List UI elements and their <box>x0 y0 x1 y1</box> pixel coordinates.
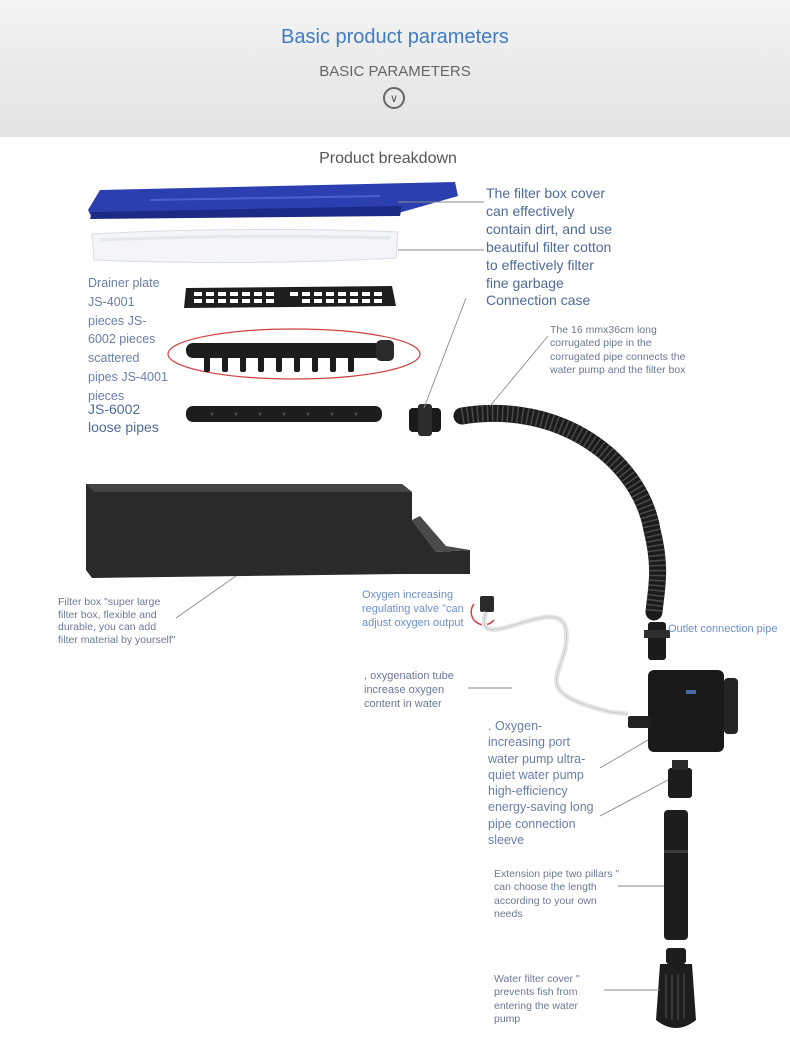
label-oxygenation-tube: , oxygenation tube increase oxygen conte… <box>364 670 454 711</box>
oxygen-valve-illustration <box>470 596 495 626</box>
connection-sleeve-illustration <box>668 760 692 798</box>
connection-case-illustration <box>409 404 441 436</box>
label-extension-pipe: Extension pipe two pillars " can choose … <box>494 868 620 921</box>
header-banner: Basic product parameters BASIC PARAMETER… <box>0 0 790 137</box>
section-title: Product breakdown <box>319 150 457 167</box>
page-title: Basic product parameters <box>281 26 509 48</box>
filter-box-illustration <box>86 484 470 578</box>
label-filter-box-cover: The filter box cover can effectively con… <box>486 185 613 309</box>
label-water-filter-cover: Water filter cover " prevents fish from … <box>494 973 580 1026</box>
drainer-plate-holes <box>194 292 382 303</box>
water-pump-illustration <box>628 670 738 752</box>
leader-line-filter-box <box>175 575 237 619</box>
drainer-plate-illustration <box>184 286 396 308</box>
label-oxygen-valve: Oxygen increasing regulating valve "can … <box>362 589 464 630</box>
extension-pipe-illustration <box>664 810 688 940</box>
scattered-pipe-illustration <box>167 328 421 380</box>
page-subtitle: BASIC PARAMETERS <box>319 63 471 80</box>
leader-lines <box>175 201 669 991</box>
leader-line-corrugated <box>489 335 549 407</box>
filter-box-cover-illustration <box>88 182 458 219</box>
leader-line-connection-case <box>423 297 467 409</box>
outlet-connection-pipe-illustration <box>644 622 670 660</box>
water-filter-cover-illustration <box>656 948 696 1028</box>
filter-cotton-illustration <box>91 228 399 264</box>
leader-line-water-pump <box>599 739 649 769</box>
corrugated-pipe-illustration <box>453 404 667 621</box>
leader-line-sleeve <box>599 779 669 817</box>
label-filter-box: Filter box "super large filter box, flex… <box>58 596 176 646</box>
oxygenation-tube-illustration <box>481 611 629 717</box>
label-loose-pipes: JS-6002 loose pipes <box>88 401 159 436</box>
label-outlet-connection-pipe: Outlet connection pipe <box>668 623 778 635</box>
label-drainer-plate: Drainer plate JS-4001 pieces JS-6002 pie… <box>88 276 168 403</box>
chevron-down-icon[interactable]: ∨ <box>383 87 405 109</box>
label-corrugated-pipe: The 16 mmx36cm long corrugated pipe in t… <box>550 324 686 377</box>
loose-pipe-illustration <box>186 406 382 422</box>
label-water-pump: . Oxygen-increasing port water pump ultr… <box>488 719 594 847</box>
